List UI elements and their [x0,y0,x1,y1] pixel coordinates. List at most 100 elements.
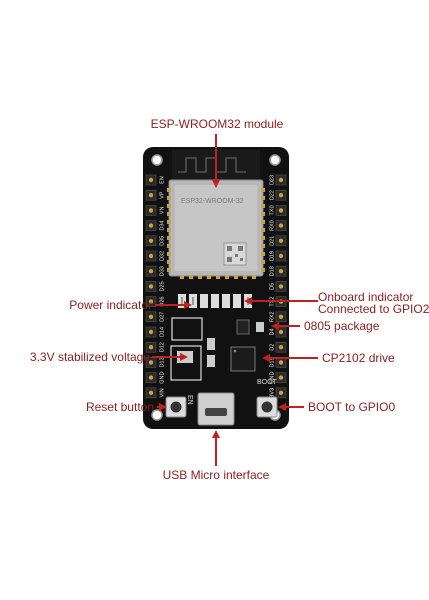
pin-labels-left: ENVPVND34D35D32D33D25D26D27D14D12D13GNDV… [160,176,166,397]
module-pad [261,220,265,224]
module-pad [167,228,171,232]
module-pad [261,252,265,256]
header-pin-left-pad [148,375,154,380]
smd-cap-1 [207,338,215,350]
pin-label-left: EN [160,176,166,184]
header-pin-left-pad [148,345,154,350]
header-pin-left-pad [148,360,154,365]
header-pin-right-pad [278,223,284,228]
header-pin-left-pad [148,284,154,289]
module-pad [167,212,171,216]
pin-label-left: D25 [160,281,166,291]
header-pins-left [145,174,157,399]
mounting-hole-top-left [151,154,163,166]
module-pad [167,244,171,248]
cp2102-pin1-dot [233,349,237,353]
module-pad [167,196,171,200]
pin-label-right: D19 [270,251,276,261]
pin-label-left: D14 [160,327,166,337]
header-pin-right-pad [278,390,284,395]
module-pad [189,275,193,279]
pin-label-left: D13 [160,357,166,367]
module-pad [261,260,265,264]
header-pin-right-pad [278,345,284,350]
module-pad [261,244,265,248]
power-regulator-outline [171,317,203,341]
pin-label-left: VIN [160,388,166,397]
pin-label-right: D18 [270,266,276,276]
label-cp2102: CP2102 drive [322,351,395,365]
module-pad [261,204,265,208]
pin-label-left: GND [160,371,166,383]
usb-micro-port [205,408,227,416]
module-pad [261,188,265,192]
module-pad [261,196,265,200]
pin-label-left: D12 [160,342,166,352]
mounting-hole-bottom-left [151,409,163,421]
module-pad [261,236,265,240]
module-pad [198,275,202,279]
pin-label-right: D21 [270,236,276,246]
pin-label-left: VN [160,207,166,215]
pin-labels-right: D23D22TX0RX0D21D19D18D5TX2RX2D4D2D15GND3… [270,175,276,398]
pin-label-right: RX2 [270,311,276,322]
header-pin-right-pad [278,375,284,380]
label-onboard-indicator-line2: Connected to GPIO2 [318,302,429,316]
pin-label-left: D33 [160,266,166,276]
header-pin-left-pad [148,238,154,243]
module-pad [167,220,171,224]
module-pad [167,260,171,264]
pin-label-left: D32 [160,251,166,261]
header-pin-right-pad [278,193,284,198]
pin-label-right: D2 [270,344,276,351]
pin-label-left: D35 [160,236,166,246]
pin-label-left: D34 [160,221,166,231]
module-pad [167,188,171,192]
label-package: 0805 package [304,319,380,333]
label-voltage: 3.3V stabilized voltage [29,350,150,364]
header-pin-right-pad [278,269,284,274]
header-pin-left-pad [148,299,154,304]
module-pad [261,212,265,216]
label-power-indicator: Power indicator [69,298,152,312]
header-pin-left-pad [148,208,154,213]
label-module: ESP-WROOM32 module [150,117,284,131]
antenna-trace [178,157,246,173]
pin-label-right: GND [270,371,276,383]
header-pin-left-pad [148,193,154,198]
module-pad [252,275,256,279]
pin-label-right: TX0 [270,205,276,215]
boot-button-cap[interactable] [261,401,273,413]
header-pin-left-pad [148,223,154,228]
module-pad [261,268,265,272]
header-pin-left-pad [148,329,154,335]
mounting-hole-top-right [269,154,281,166]
transistor [236,319,250,335]
header-pin-right-pad [278,329,284,335]
pin-label-right: D5 [270,283,276,290]
module-qr-pattern [227,246,243,262]
header-pins-right [275,174,287,399]
reset-button-cap[interactable] [170,401,182,413]
pin-label-right: D4 [270,328,276,335]
header-pin-right-pad [278,284,284,289]
header-pin-right-pad [278,360,284,365]
module-pads [167,188,265,279]
header-pin-right-pad [278,208,284,213]
header-pin-left-pad [148,390,154,395]
header-pin-right-pad [278,238,284,243]
boot-silkscreen: BOOT [257,379,278,386]
smd-cap-2 [207,355,215,367]
module-pad [167,236,171,240]
module-pad [180,275,184,279]
pin-label-right: D22 [270,190,276,200]
module-pad [167,204,171,208]
smd-resistor [256,322,264,332]
header-pin-left-pad [148,314,154,319]
label-usb: USB Micro interface [162,468,270,482]
header-pin-left-pad [148,177,154,183]
module-pad [167,252,171,256]
module-pad [207,275,211,279]
module-pad [243,275,247,279]
